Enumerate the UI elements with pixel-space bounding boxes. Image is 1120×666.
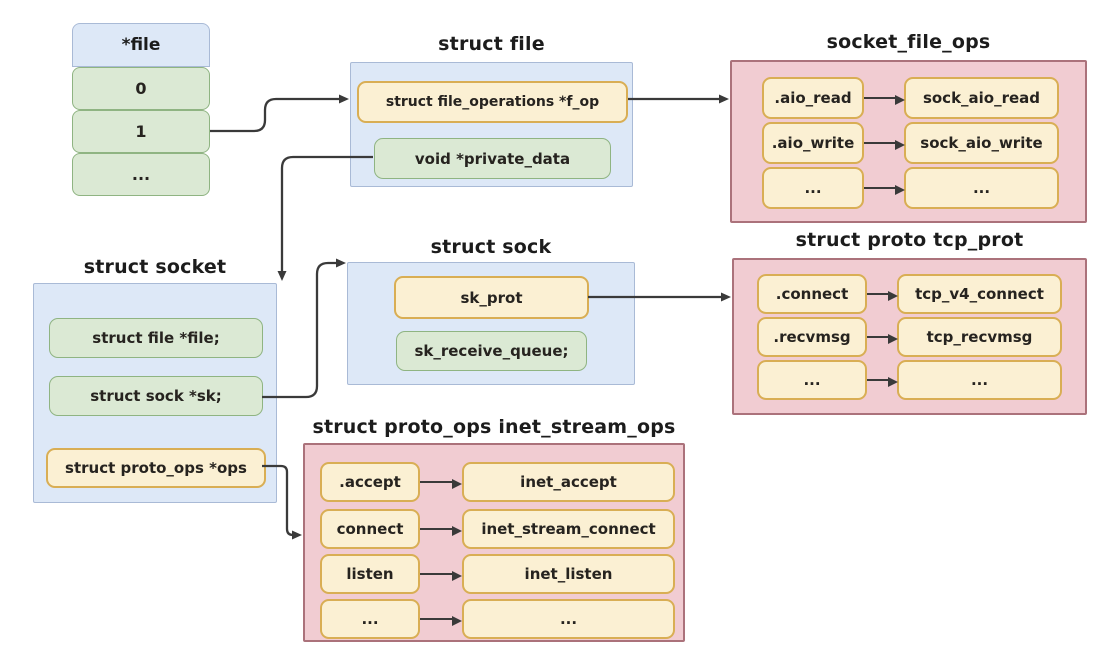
map-key: .recvmsg (757, 317, 867, 357)
map-value: inet_listen (462, 554, 675, 594)
file-table-header: *file (72, 23, 210, 67)
socket-file-ops-panel: .aio_read sock_aio_read .aio_write sock_… (730, 60, 1087, 223)
map-key: ... (320, 599, 420, 639)
field-sk-receive-queue: sk_receive_queue; (396, 331, 587, 371)
map-value: tcp_recvmsg (897, 317, 1062, 357)
inet-stream-ops-title: struct proto_ops inet_stream_ops (312, 416, 676, 438)
arrow-right-icon (864, 139, 905, 150)
socket-file-ops-title: socket_file_ops (826, 31, 991, 53)
file-table-row-ellipsis: ... (72, 153, 210, 196)
arrow-right-icon (420, 615, 462, 626)
struct-socket-title: struct socket (83, 256, 227, 278)
struct-sock-panel: sk_prot sk_receive_queue; (347, 262, 635, 385)
map-key: .aio_read (762, 77, 864, 119)
struct-sock-title: struct sock (430, 236, 552, 258)
tcp-prot-panel: .connect tcp_v4_connect .recvmsg tcp_rec… (732, 258, 1087, 415)
field-private-data: void *private_data (374, 138, 611, 179)
arrow-right-icon (867, 290, 898, 301)
arrow-right-icon (420, 525, 462, 536)
file-table-row-0: 0 (72, 67, 210, 110)
map-value: ... (904, 167, 1059, 209)
field-file-ptr: struct file *file; (49, 318, 263, 358)
struct-file-title: struct file (438, 33, 545, 55)
map-key: ... (757, 360, 867, 400)
file-table-row-1: 1 (72, 110, 210, 153)
tcp-prot-title: struct proto tcp_prot (795, 229, 1024, 251)
arrow-right-icon (867, 376, 898, 387)
map-value: sock_aio_read (904, 77, 1059, 119)
field-f-op: struct file_operations *f_op (357, 81, 628, 123)
map-value: tcp_v4_connect (897, 274, 1062, 314)
inet-stream-ops-panel: .accept inet_accept connect inet_stream_… (303, 443, 685, 642)
field-sk-ptr: struct sock *sk; (49, 376, 263, 416)
map-key: ... (762, 167, 864, 209)
struct-socket-panel: struct file *file; struct sock *sk; stru… (33, 283, 277, 503)
map-value: inet_accept (462, 462, 675, 502)
map-value: ... (462, 599, 675, 639)
field-ops-ptr: struct proto_ops *ops (46, 448, 266, 488)
arrow-right-icon (864, 94, 905, 105)
map-key: listen (320, 554, 420, 594)
map-value: ... (897, 360, 1062, 400)
field-sk-prot: sk_prot (394, 276, 589, 319)
map-value: sock_aio_write (904, 122, 1059, 164)
connector-fd1-to-struct-file (210, 94, 349, 133)
map-key: connect (320, 509, 420, 549)
map-value: inet_stream_connect (462, 509, 675, 549)
map-key: .connect (757, 274, 867, 314)
struct-file-panel: struct file_operations *f_op void *priva… (350, 62, 633, 187)
arrow-right-icon (864, 184, 905, 195)
map-key: .accept (320, 462, 420, 502)
arrow-right-icon (867, 333, 898, 344)
map-key: .aio_write (762, 122, 864, 164)
arrow-right-icon (420, 478, 462, 489)
arrow-right-icon (420, 570, 462, 581)
